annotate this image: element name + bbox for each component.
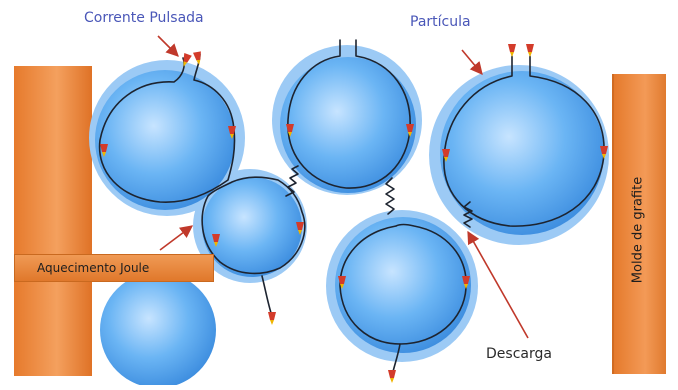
- particle-bottom-left: [100, 272, 216, 385]
- arrow-joule-heating: [160, 226, 192, 250]
- left-graphite-mold: [14, 66, 92, 376]
- particle-label: Partícula: [410, 14, 471, 30]
- current-path-middle-tail: [262, 276, 272, 316]
- arrow-particle: [462, 50, 482, 74]
- arrow-pulsed-current: [158, 36, 178, 56]
- graphite-mold-label: Molde de grafite: [631, 177, 646, 283]
- joule-heating-label: Aquecimento Joule: [14, 254, 214, 282]
- zigzag-center: [386, 178, 394, 214]
- particle-bottom-center: [335, 217, 471, 353]
- pulsed-current-label: Corrente Pulsada: [84, 10, 204, 26]
- graphite-mold-label-container: Molde de grafite: [620, 150, 656, 310]
- discharge-label: Descarga: [486, 346, 552, 362]
